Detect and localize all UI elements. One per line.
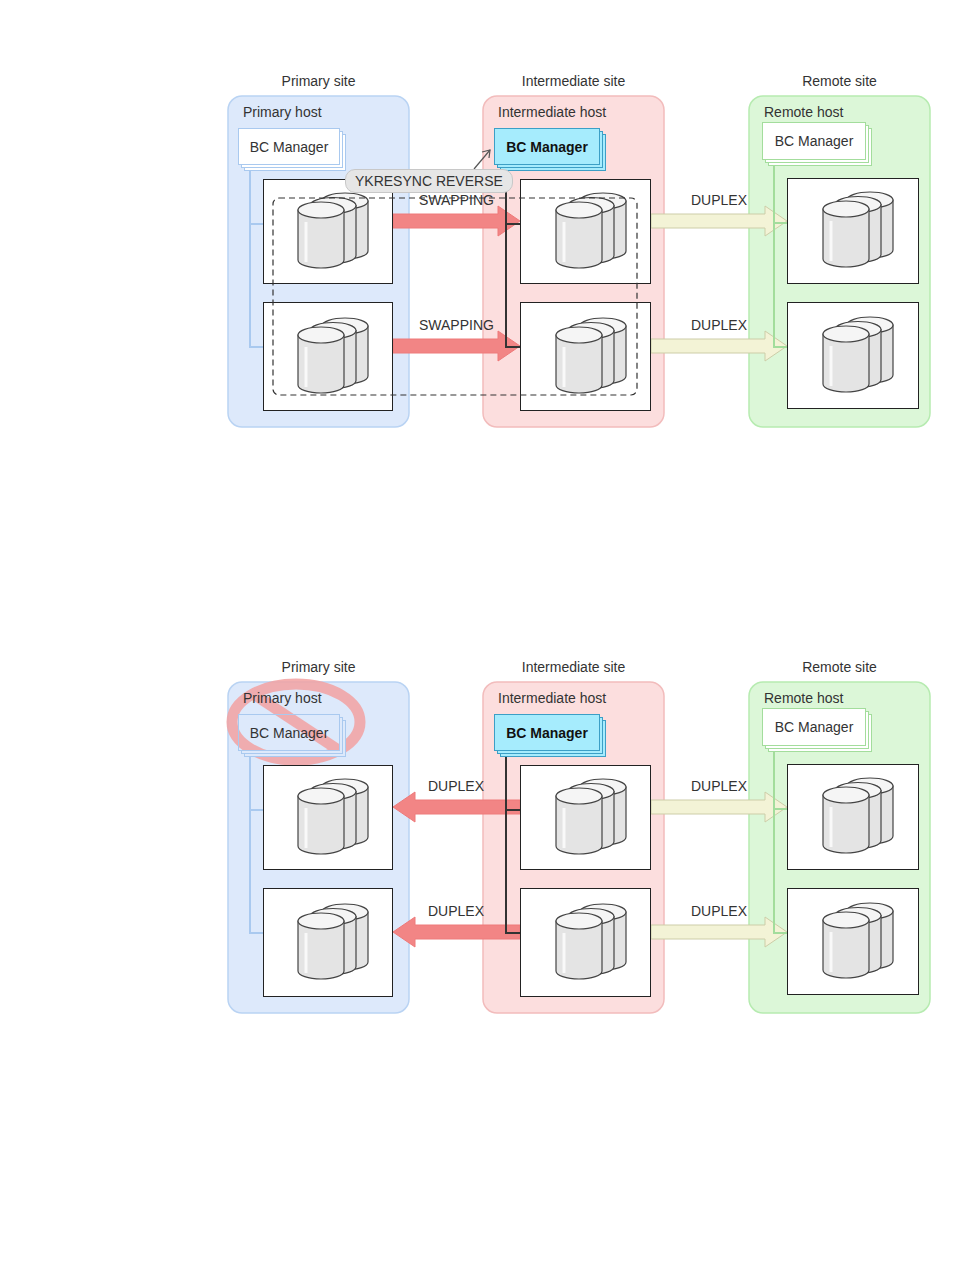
storage-system [263,302,393,411]
disk-cylinder [298,327,344,393]
callout-pointer [474,150,490,169]
pair-status-label: SWAPPING [419,317,494,333]
bc-manager-label: BC Manager [250,139,329,155]
site-heading: Remote site [748,659,931,675]
pair-status-label: DUPLEX [428,903,484,919]
remote-copy-arrow [393,331,520,361]
disk-cylinder [823,201,869,267]
disk-cylinder [823,326,869,392]
host-connection-line [774,746,787,933]
disk-stack [264,889,392,996]
bc-manager-label: BC Manager [250,725,329,741]
storage-system [263,765,393,870]
disk-cylinder [556,788,602,854]
storage-system [520,302,651,411]
host-connection-line [774,160,787,223]
disk-stack [788,179,918,283]
duplex-arrow [651,331,787,361]
site-heading: Remote site [748,73,931,89]
host-connection-line [250,165,263,347]
remote-copy-arrow [393,917,520,947]
disk-cylinder [298,788,344,854]
host-connection-line [250,751,263,933]
disk-cylinder [556,327,602,393]
duplex-arrow [651,917,787,947]
site-region: Remote siteRemote hostBC Manager [748,681,931,1014]
host-connection-line [250,165,263,224]
host-connection-line [506,751,520,933]
host-connection-line [506,751,520,810]
prohibition-sign [232,684,360,760]
storage-system [263,888,393,997]
host-label: Intermediate host [498,690,606,706]
disk-stack [521,303,650,410]
disk-stack [788,765,918,869]
bc-manager-box: BC Manager [762,708,866,746]
disk-cylinder [298,202,344,268]
pair-status-label: SWAPPING [419,192,494,208]
disk-cylinder [556,913,602,979]
storage-system [263,179,393,284]
disk-stack [521,889,650,996]
pair-status-label: DUPLEX [428,778,484,794]
disk-cylinder [298,913,344,979]
site-region: Primary sitePrimary hostBC Manager [227,95,410,428]
host-label: Primary host [243,690,322,706]
host-connection-line [774,746,787,809]
pair-status-label: DUPLEX [691,317,747,333]
bc-manager-label: BC Manager [775,133,854,149]
site-region: Intermediate siteIntermediate hostBC Man… [482,681,665,1014]
disk-stack [521,180,650,283]
disk-stack [788,303,918,408]
pair-status-label: DUPLEX [691,778,747,794]
disk-stack [264,180,392,283]
host-connection-line [774,160,787,347]
bc-manager-label: BC Manager [506,139,588,155]
storage-system [787,178,919,284]
command-callout: YKRESYNC REVERSE [345,169,513,193]
disk-stack [264,303,392,410]
duplex-arrow [651,792,787,822]
bc-manager-box: BC Manager [494,714,600,751]
bc-manager-label: BC Manager [506,725,588,741]
disk-stack [788,889,918,994]
bc-manager-label: BC Manager [775,719,854,735]
storage-system [520,888,651,997]
site-heading: Primary site [227,73,410,89]
site-heading: Intermediate site [482,659,665,675]
bc-manager-box: BC Manager [494,128,600,165]
remote-copy-arrow [393,792,520,822]
disk-stack [521,766,650,869]
host-connection-line [250,751,263,810]
consistency-group-outline [273,198,637,395]
host-label: Remote host [764,690,843,706]
site-region: Remote siteRemote hostBC Manager [748,95,931,428]
storage-system [787,302,919,409]
site-region: Primary sitePrimary hostBC Manager [227,681,410,1014]
storage-system [787,764,919,870]
host-connection-line [506,165,520,347]
storage-system [520,179,651,284]
bc-manager-box: BC Manager [762,122,866,160]
host-label: Remote host [764,104,843,120]
disk-cylinder [556,202,602,268]
disk-stack [264,766,392,869]
site-heading: Primary site [227,659,410,675]
site-region: Intermediate siteIntermediate hostBC Man… [482,95,665,428]
bc-manager-box: BC Manager [238,128,340,165]
pair-status-label: DUPLEX [691,903,747,919]
remote-copy-arrow [393,206,520,236]
disk-cylinder [823,912,869,978]
bc-manager-box: BC Manager [238,714,340,751]
site-heading: Intermediate site [482,73,665,89]
host-label: Intermediate host [498,104,606,120]
storage-system [787,888,919,995]
disk-cylinder [823,787,869,853]
duplex-arrow [651,206,787,236]
storage-system [520,765,651,870]
pair-status-label: DUPLEX [691,192,747,208]
host-label: Primary host [243,104,322,120]
